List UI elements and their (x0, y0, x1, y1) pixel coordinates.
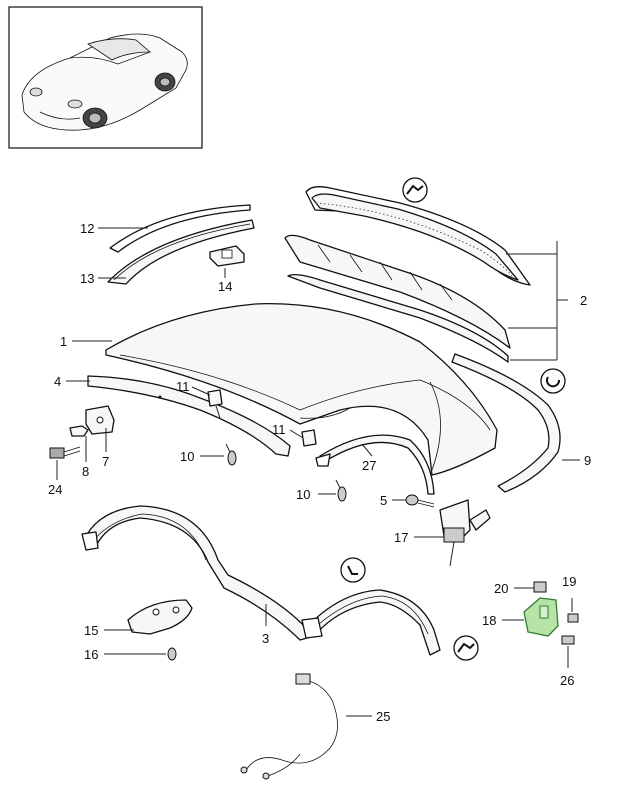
rear-window-assembly (284, 186, 531, 363)
wiring-harness (240, 673, 338, 780)
callout-18: 18 (482, 613, 496, 628)
callout-7: 7 (102, 454, 109, 469)
hand-note-icon (453, 635, 479, 661)
callout-2: 2 (580, 293, 587, 308)
callout-12: 12 (80, 221, 94, 236)
leader-lines (56, 227, 580, 717)
trim-strip-12 (109, 204, 251, 253)
callout-14: 14 (218, 279, 232, 294)
top-cover (105, 303, 498, 476)
callout-10-a: 10 (180, 449, 194, 464)
callout-24: 24 (48, 482, 62, 497)
callout-16: 16 (84, 647, 98, 662)
callout-8: 8 (82, 464, 89, 479)
front-bow (87, 375, 291, 457)
hand-note-icon (402, 177, 428, 203)
main-frame (81, 505, 441, 656)
clip-11-a (207, 389, 223, 419)
hand-note-icon (340, 557, 366, 583)
bracket-7 (85, 405, 115, 435)
callout-labels: 12 13 14 1 4 11 11 10 10 27 7 8 24 5 17 … (48, 221, 591, 724)
trim-strip-13 (107, 219, 255, 285)
side-seal (451, 353, 561, 493)
screw-16 (167, 647, 177, 661)
screw-19 (567, 598, 579, 623)
hinge-17 (439, 499, 491, 567)
vehicle-thumbnail (8, 6, 203, 149)
bolt-5 (405, 494, 435, 508)
callout-13: 13 (80, 271, 94, 286)
nut-20 (533, 581, 547, 593)
screw-24 (49, 446, 81, 459)
callout-4: 4 (54, 374, 61, 389)
callout-27: 27 (362, 458, 376, 473)
callout-17: 17 (394, 530, 408, 545)
callout-10-b: 10 (296, 487, 310, 502)
cap-8 (69, 425, 89, 437)
latch-15 (127, 599, 193, 635)
ring-clip-icon (540, 368, 566, 394)
callout-20: 20 (494, 581, 508, 596)
callout-3: 3 (262, 631, 269, 646)
callout-11-b: 11 (272, 422, 286, 437)
screw-10-a (225, 443, 237, 466)
clip-14 (209, 245, 245, 267)
bracket-18 (523, 597, 559, 637)
callout-19: 19 (562, 574, 576, 589)
callout-15: 15 (84, 623, 98, 638)
rail-27 (315, 434, 435, 495)
screw-10-b (335, 479, 347, 502)
callout-25: 25 (376, 709, 390, 724)
callout-9: 9 (584, 453, 591, 468)
callout-11-a: 11 (176, 379, 190, 394)
clip-11-b (301, 429, 317, 447)
screw-26 (561, 635, 575, 668)
callout-5: 5 (380, 493, 387, 508)
callout-1: 1 (60, 334, 67, 349)
callout-26: 26 (560, 673, 574, 688)
